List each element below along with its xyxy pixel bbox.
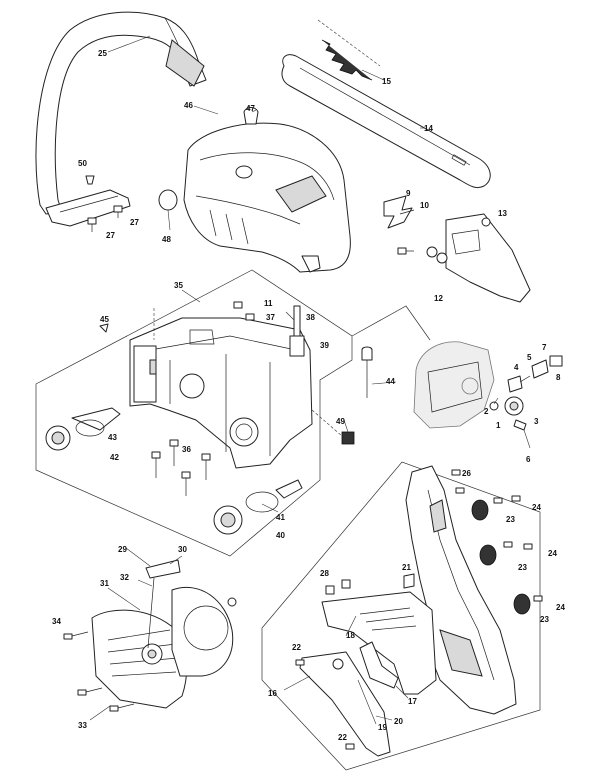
handle-screws: [85, 175, 123, 232]
cover-knob: [243, 107, 259, 125]
callout-18: 18: [346, 631, 355, 640]
clutch-parts: [489, 355, 563, 431]
callout-20: 20: [394, 717, 403, 726]
callout-46: 46: [184, 101, 193, 110]
callout-34: 34: [52, 617, 61, 626]
callout-45: 45: [100, 315, 109, 324]
chain: [317, 19, 381, 81]
callout-22b: 22: [338, 733, 347, 742]
crankcase: [129, 317, 313, 469]
bar-plate-parts: [383, 195, 531, 303]
callout-3: 3: [534, 417, 539, 426]
starter-cover: [91, 559, 188, 709]
dampers: [295, 469, 543, 750]
callout-9: 9: [406, 189, 411, 198]
clutch-assembly: [351, 305, 495, 429]
callout-labels: 25 15 14 46 47 50 27 27 48 9 10 13 11 12…: [52, 49, 565, 742]
callout-24a: 24: [532, 503, 541, 512]
top-cover: [183, 122, 351, 273]
callout-41: 41: [276, 513, 285, 522]
crankcase-screws: [151, 301, 255, 496]
starter-screws: [63, 631, 135, 712]
callout-22a: 22: [292, 643, 301, 652]
callout-15: 15: [382, 77, 391, 86]
callout-1: 1: [496, 421, 501, 430]
callout-25: 25: [98, 49, 107, 58]
callout-19: 19: [378, 723, 387, 732]
callout-48: 48: [162, 235, 171, 244]
callout-39: 39: [320, 341, 329, 350]
callout-33: 33: [78, 721, 87, 730]
callout-24c: 24: [556, 603, 565, 612]
handle-grip: [299, 591, 437, 757]
leader-lines: [89, 35, 531, 725]
crankcase-fittings: [99, 305, 373, 445]
callout-32: 32: [120, 573, 129, 582]
callout-23b: 23: [518, 563, 527, 572]
callout-31: 31: [100, 579, 109, 588]
callout-7: 7: [542, 343, 547, 352]
callout-4: 4: [514, 363, 519, 372]
callout-12: 12: [434, 294, 443, 303]
callout-44: 44: [386, 377, 395, 386]
callout-47: 47: [246, 104, 255, 113]
callout-5: 5: [527, 353, 532, 362]
callout-2: 2: [484, 407, 489, 416]
callout-43: 43: [108, 433, 117, 442]
rear-handle-box: [261, 461, 541, 771]
callout-11: 11: [264, 299, 273, 308]
callout-14: 14: [424, 124, 433, 133]
guide-bar: [281, 54, 491, 189]
callout-6: 6: [526, 455, 531, 464]
callout-10: 10: [420, 201, 429, 210]
callout-23a: 23: [506, 515, 515, 524]
callout-38: 38: [306, 313, 315, 322]
starter-pulley: [171, 586, 237, 677]
callout-36: 36: [182, 445, 191, 454]
callout-40: 40: [276, 531, 285, 540]
cover-plug: [158, 189, 178, 211]
callout-16: 16: [268, 689, 277, 698]
callout-8: 8: [556, 373, 561, 382]
callout-17: 17: [408, 697, 417, 706]
callout-26: 26: [462, 469, 471, 478]
callout-37: 37: [266, 313, 275, 322]
front-handle: [35, 11, 207, 227]
callout-24b: 24: [548, 549, 557, 558]
crankcase-box: [35, 269, 353, 557]
callout-30: 30: [178, 545, 187, 554]
callout-21: 21: [402, 563, 411, 572]
callout-13: 13: [498, 209, 507, 218]
callout-42: 42: [110, 453, 119, 462]
callout-28: 28: [320, 569, 329, 578]
callout-29: 29: [118, 545, 127, 554]
callout-35: 35: [174, 281, 183, 290]
callout-49: 49: [336, 417, 345, 426]
callout-23c: 23: [540, 615, 549, 624]
callout-27a: 27: [106, 231, 115, 240]
callout-27b: 27: [130, 218, 139, 227]
seals: [45, 407, 303, 535]
callout-50: 50: [78, 159, 87, 168]
